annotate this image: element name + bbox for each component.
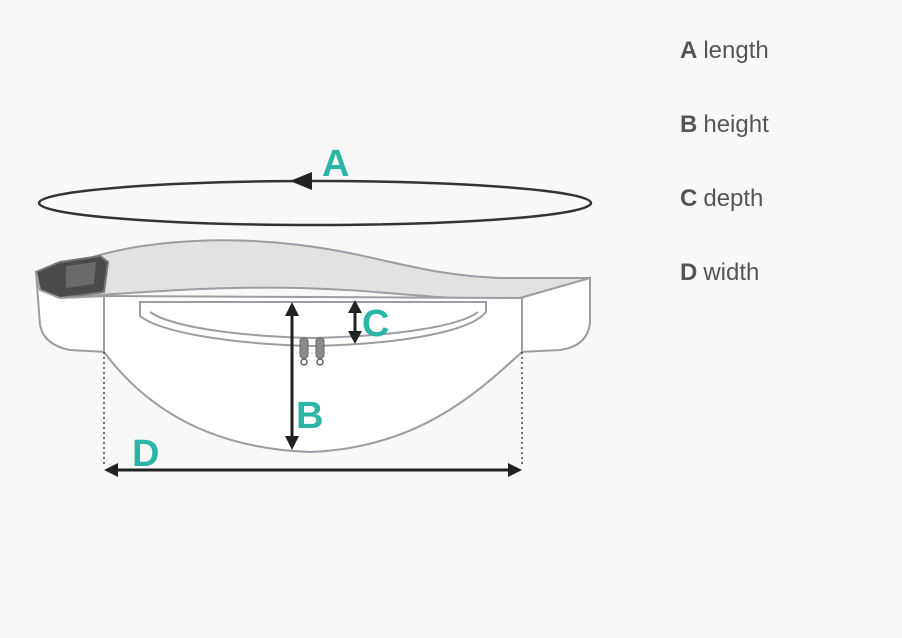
length-arrowhead (290, 172, 312, 190)
legend-letter: B (680, 111, 698, 138)
dimension-label-d: D (132, 433, 159, 475)
legend-letter: D (680, 259, 698, 286)
height-arrow (285, 302, 299, 450)
dimension-label-c: C (362, 303, 389, 345)
bag-diagram: A B C D (34, 143, 593, 477)
legend-letter: C (680, 185, 698, 212)
legend-label: depth (703, 185, 764, 212)
belt-left (35, 271, 107, 354)
strap-band (59, 239, 591, 301)
zipper-pull-icon (299, 337, 325, 366)
legend-label: length (703, 37, 769, 64)
width-arrow (104, 463, 522, 477)
dimension-label-b: B (296, 395, 323, 437)
legend-label: width (703, 259, 760, 286)
zipper-line (149, 311, 479, 340)
strap-loop (37, 179, 593, 227)
legend-label: height (703, 111, 769, 138)
legend-letter: A (680, 37, 698, 64)
buckle-slot (66, 262, 96, 288)
dimension-label-a: A (322, 143, 349, 185)
depth-arrow (348, 300, 362, 344)
zipper-pocket (139, 301, 487, 348)
belt-right (519, 276, 591, 354)
